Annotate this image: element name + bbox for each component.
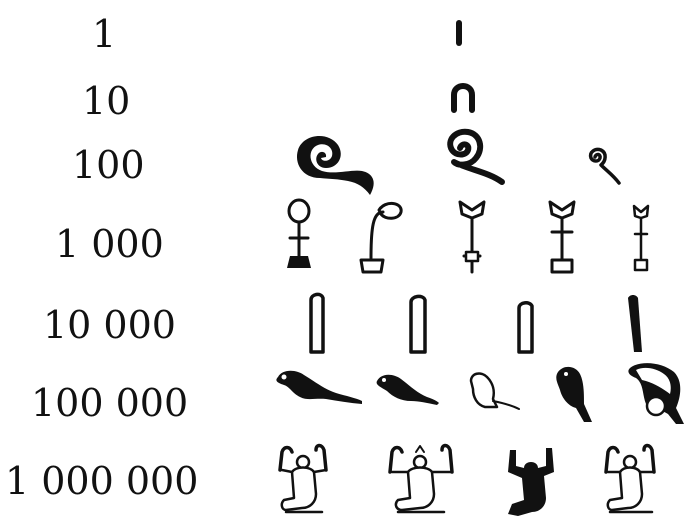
coil-of-rope-icon	[447, 128, 505, 185]
tadpole-frog-icon	[376, 374, 439, 405]
lotus-plant-icon	[359, 202, 403, 274]
finger-icon	[409, 294, 427, 354]
number-label-100: 100	[72, 143, 145, 187]
finger-icon	[309, 292, 325, 354]
number-label-1000: 1 000	[55, 222, 164, 266]
lotus-plant-icon	[632, 204, 650, 272]
heh-god-figure-icon	[388, 443, 454, 514]
lotus-plant-icon	[548, 200, 576, 274]
single-stroke-icon	[456, 20, 462, 46]
tadpole-frog-icon	[556, 366, 592, 422]
tadpole-frog-icon	[628, 363, 684, 424]
tadpole-frog-icon	[469, 372, 520, 410]
lotus-plant-icon	[458, 200, 486, 274]
heel-bone-arch-icon	[451, 83, 475, 113]
heh-god-figure-icon	[278, 443, 328, 514]
coil-of-rope-icon	[296, 136, 374, 195]
finger-icon	[628, 295, 642, 352]
number-label-1000000: 1 000 000	[5, 459, 199, 503]
coil-of-rope-icon	[588, 147, 621, 185]
heh-god-figure-icon	[508, 448, 554, 516]
finger-icon	[517, 301, 534, 354]
number-label-1: 1	[92, 12, 117, 56]
lotus-plant-icon	[287, 198, 311, 268]
number-label-100000: 100 000	[31, 381, 189, 425]
tadpole-frog-icon	[276, 370, 362, 404]
number-label-10: 10	[82, 79, 131, 123]
heh-god-figure-icon	[604, 443, 656, 514]
number-label-10000: 10 000	[43, 303, 176, 347]
